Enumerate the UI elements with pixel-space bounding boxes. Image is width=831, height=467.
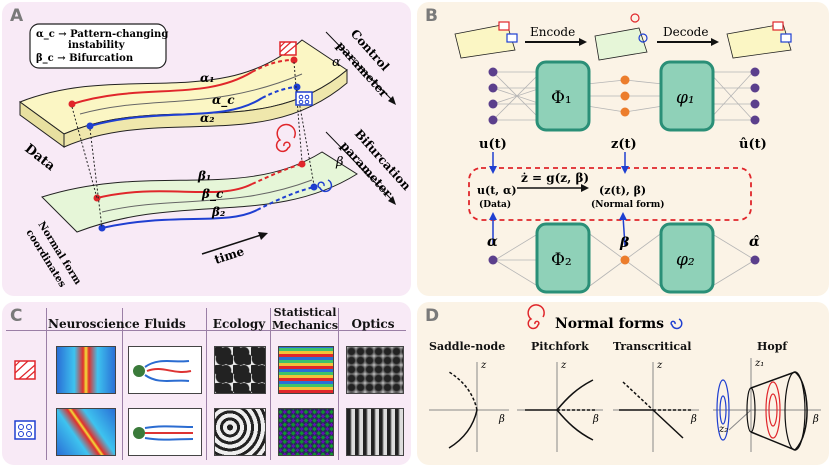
time-label: time	[213, 244, 247, 267]
transcritical-plot: z β	[613, 360, 699, 452]
panel-a-label: A	[10, 6, 24, 26]
svg-text:z: z	[560, 360, 567, 371]
latent-dynamics-box	[468, 167, 752, 221]
dotted-pattern-icon	[14, 420, 36, 440]
z-label: z(t)	[611, 137, 637, 152]
alpha-input-label: α	[487, 234, 498, 250]
header-ecology: Ecology	[212, 317, 266, 331]
panel-d: D Normal forms z β	[417, 302, 829, 465]
svg-text:β: β	[498, 414, 505, 425]
panel-d-label: D	[425, 306, 440, 326]
panel-a-diagram: α_c → Pattern-changing instability β_c →…	[18, 23, 411, 290]
hopf-plot: z₁ z₂ β	[713, 358, 821, 452]
panel-d-diagram: Normal forms z β z β	[429, 304, 821, 452]
statistical-mechanics-thumb-2	[278, 408, 334, 456]
legend-line-1: α_c → Pattern-changing	[36, 29, 168, 40]
panel-c: C Neuroscience Fluids Ecology Statistica…	[2, 302, 411, 465]
phi1-label: Φ₁	[551, 88, 572, 108]
legend-line-2: instability	[68, 40, 126, 51]
alpha1-label: α₁	[200, 71, 215, 85]
pitchfork-title: Pitchfork	[531, 340, 589, 353]
hopf-title: Hopf	[757, 340, 788, 353]
ecology-thumb-1	[214, 346, 266, 394]
svg-text:β: β	[592, 414, 599, 425]
beta1-label: β₁	[197, 169, 211, 183]
header-fluids: Fluids	[144, 317, 186, 331]
hatched-pattern-icon	[279, 41, 297, 56]
data-expression: u(t, α)	[477, 184, 517, 197]
alpha-label: α	[332, 55, 341, 70]
alphac-label: α_c	[212, 93, 235, 108]
svg-text:z₂: z₂	[718, 424, 728, 435]
dotted-pattern-icon	[295, 91, 313, 106]
phi2-label: Φ₂	[551, 250, 572, 270]
dynamics-equation: ż = g(z, β)	[521, 171, 589, 185]
svg-text:z: z	[656, 360, 663, 371]
optics-thumb-1	[346, 346, 404, 394]
svg-text:β: β	[812, 414, 819, 425]
saddle-node-plot: z β	[429, 360, 509, 452]
ecology-thumb-2	[214, 408, 266, 456]
panel-b: B	[417, 2, 829, 296]
normal-form-expression: (z(t), β)	[599, 184, 646, 197]
beta-label: β	[335, 155, 344, 170]
optics-thumb-2	[346, 408, 404, 456]
betac-label: β_c	[201, 187, 224, 202]
panel-b-diagram: Encode Decode Φ₁ φ₁ Φ₂ φ₂ u(t) z(t) û(t)…	[454, 13, 792, 294]
header-neuroscience: Neuroscience	[48, 317, 140, 331]
fluids-thumb-2	[128, 408, 202, 456]
neuroscience-thumb-1	[56, 346, 116, 394]
alpha2-label: α₂	[200, 111, 215, 125]
panel-b-label: B	[425, 6, 438, 26]
normal-form-caption: (Normal form)	[591, 199, 665, 210]
svg-text:z: z	[480, 360, 487, 371]
statistical-mechanics-thumb-1	[278, 346, 334, 394]
uhat-label: û(t)	[739, 137, 767, 152]
header-statistical-mechanics: Statistical Mechanics	[272, 306, 339, 332]
u-label: u(t)	[479, 137, 507, 152]
unstable-spiral-icon	[527, 304, 545, 330]
hatched-pattern-icon	[14, 360, 36, 380]
varphi1-label: φ₁	[676, 88, 695, 108]
data-caption: (Data)	[479, 199, 511, 210]
legend-box	[29, 23, 167, 69]
encoder-phi1-box	[535, 60, 591, 132]
beta-latent-label: β	[619, 235, 630, 251]
fluids-thumb-1	[128, 346, 202, 394]
unstable-spiral-icon	[275, 123, 296, 153]
panel-a: A	[2, 2, 411, 296]
alphahat-output-label: α̂	[749, 234, 760, 250]
encoder-phi2-box	[535, 222, 591, 294]
decoder-varphi2-box	[659, 222, 715, 294]
varphi2-label: φ₂	[676, 250, 695, 270]
neuroscience-thumb-2	[56, 408, 116, 456]
header-optics: Optics	[351, 317, 395, 331]
transcritical-title: Transcritical	[613, 340, 692, 353]
svg-text:β: β	[690, 414, 697, 425]
data-label: Data	[22, 141, 59, 174]
stable-spiral-icon	[670, 318, 683, 330]
pitchfork-plot: z β	[517, 360, 603, 452]
saddle-node-title: Saddle-node	[429, 340, 506, 353]
beta2-label: β₂	[211, 205, 225, 219]
normal-forms-title: Normal forms	[555, 316, 664, 332]
encode-label: Encode	[530, 25, 575, 39]
panel-c-label: C	[10, 306, 23, 326]
svg-text:z₁: z₁	[754, 358, 764, 369]
decoder-varphi1-box	[659, 60, 715, 132]
legend-line-3: β_c → Bifurcation	[36, 53, 134, 64]
stable-spiral-icon	[317, 179, 333, 193]
decode-label: Decode	[663, 25, 708, 39]
